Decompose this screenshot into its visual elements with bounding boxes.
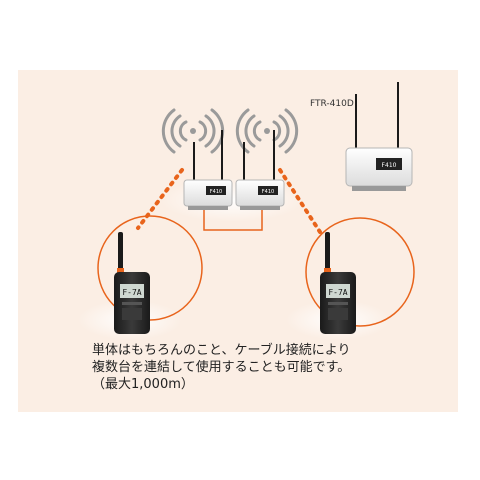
repeater-unit-icon: F410	[235, 130, 285, 210]
connecting-cable	[203, 210, 263, 231]
handheld-radio-icon: F-7A	[320, 232, 356, 334]
unit-badge: F410	[262, 189, 274, 195]
caption-line: （最大1,000m）	[92, 377, 194, 392]
model-label: FTR-410D	[310, 99, 354, 109]
unit-badge: F410	[210, 189, 222, 195]
radio-screen: F-7A	[328, 288, 347, 297]
signal-waves-icon	[235, 108, 299, 154]
caption-line: 複数台を連結して使用することも可能です。	[92, 360, 351, 375]
handheld-radio-icon: F-7A	[114, 232, 150, 334]
radio-screen: F-7A	[122, 288, 141, 297]
range-circle-right	[305, 217, 415, 327]
caption: 単体はもちろんのこと、ケーブル接続により 複数台を連結して使用することも可能です…	[92, 342, 432, 393]
unit-badge: F410	[382, 162, 397, 169]
caption-line: 単体はもちろんのこと、ケーブル接続により	[92, 343, 351, 358]
repeater-unit-icon: F410	[183, 130, 233, 210]
repeater-unit-icon: F410	[345, 82, 413, 191]
